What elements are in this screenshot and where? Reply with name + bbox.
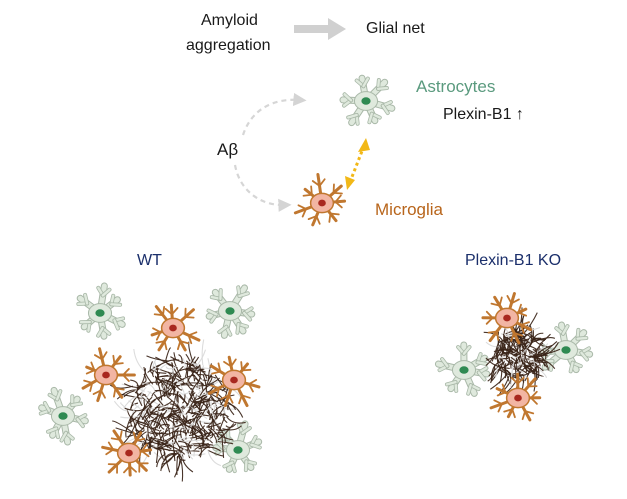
microglia-label: Microglia: [375, 200, 444, 219]
astrocyte-nucleus: [459, 366, 469, 374]
astrocyte-cell: [76, 282, 126, 340]
microglia-nucleus: [514, 394, 522, 402]
microglia-nucleus: [102, 371, 110, 379]
microglia-nucleus: [125, 449, 133, 457]
astrocyte-nucleus: [58, 412, 68, 420]
astrocyte-cell: [434, 341, 491, 397]
plexin-b1-ko-panel-label: Plexin-B1 KO: [465, 252, 562, 269]
microglia-cell: [489, 372, 542, 422]
microglia-cell: [481, 292, 533, 345]
astrocyte-nucleus: [225, 307, 235, 315]
abeta-upper-dashed-arrow: [241, 92, 307, 136]
aggregation-to-glial-net-arrow: [294, 18, 346, 40]
ko-amyloid-plaque: [483, 307, 561, 401]
microglia-nucleus: [503, 314, 511, 322]
microglia-cell: [81, 347, 136, 403]
astrocytes-label: Astrocytes: [416, 77, 496, 96]
astrocyte-nucleus: [561, 346, 571, 354]
microglia-cell: [293, 173, 347, 227]
astrocyte-cell: [38, 386, 89, 446]
astrocyte-nucleus: [95, 309, 105, 317]
microglia-cell: [101, 429, 153, 477]
abeta-label: Aβ: [217, 140, 239, 159]
microglia-nucleus: [230, 376, 238, 384]
microglia-cell: [150, 303, 201, 352]
astrocyte-cell: [339, 74, 396, 127]
amyloid-aggregation-label-line2: aggregation: [186, 37, 271, 54]
abeta-lower-dashed-arrow: [233, 164, 292, 212]
glial-net-label: Glial net: [366, 20, 425, 37]
astrocyte-nucleus: [233, 446, 243, 454]
wt-panel-label: WT: [137, 252, 162, 269]
microglia-cell: [207, 355, 261, 408]
astrocyte-cell: [205, 284, 256, 339]
amyloid-aggregation-label-line1: Amyloid: [201, 12, 258, 29]
microglia-nucleus: [318, 199, 326, 207]
astrocyte-microglia-interaction-arrow: [345, 138, 370, 190]
microglia-nucleus: [169, 324, 177, 332]
astrocyte-cell: [212, 420, 263, 474]
plexin-b1-up-label: Plexin-B1 ↑: [443, 106, 524, 123]
astrocyte-nucleus: [361, 97, 371, 105]
